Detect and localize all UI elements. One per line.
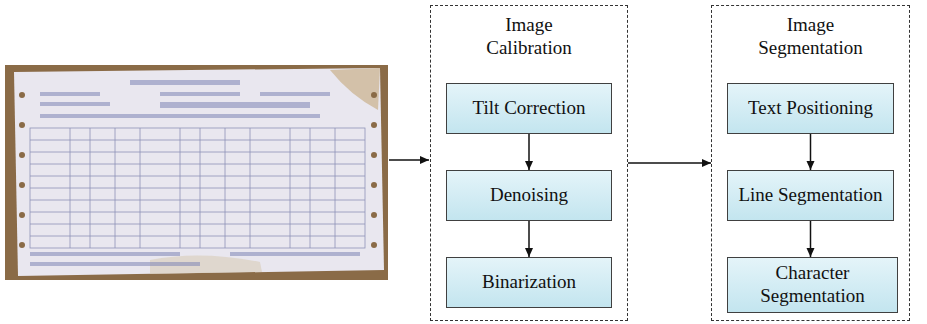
punch-hole: [371, 122, 377, 128]
punch-hole: [19, 92, 25, 98]
grid-line: [30, 212, 365, 213]
box-label: Tilt Correction: [467, 97, 592, 120]
box-label: Line Segmentation: [732, 184, 888, 207]
grid-line: [30, 236, 365, 237]
grid-line: [140, 128, 141, 248]
punch-hole: [19, 122, 25, 128]
grid-line: [310, 128, 311, 248]
grid-line: [70, 128, 71, 248]
grid-line: [200, 128, 201, 248]
grid-line: [290, 128, 291, 248]
punch-hole: [19, 152, 25, 158]
box-label: Text Positioning: [742, 97, 879, 120]
dashed-group: Image CalibrationTilt CorrectionDenoisin…: [430, 5, 628, 321]
punch-hole: [371, 152, 377, 158]
grid-line: [90, 128, 91, 248]
dashed-group: Image SegmentationText PositioningLine S…: [711, 5, 910, 321]
punch-hole: [371, 182, 377, 188]
print-line: [30, 252, 180, 256]
print-line: [160, 102, 310, 108]
flow-arrow: [628, 162, 711, 164]
grid-line: [30, 152, 365, 153]
receipt-grid: [30, 128, 365, 248]
grid-line: [30, 200, 365, 201]
grid-line: [30, 176, 365, 177]
grid-line: [115, 128, 116, 248]
flow-arrow: [528, 134, 530, 170]
flow-arrow: [528, 221, 530, 257]
input-arrow: [389, 159, 429, 161]
process-box: Binarization: [446, 257, 612, 308]
flow-arrow: [810, 134, 812, 170]
paper-stain: [330, 68, 380, 110]
process-box: Text Positioning: [727, 83, 894, 134]
print-line: [130, 80, 240, 85]
print-line: [40, 114, 320, 118]
box-label: Denoising: [484, 184, 574, 207]
photo-background: [5, 65, 388, 280]
process-box: Denoising: [446, 170, 612, 221]
grid-line: [250, 128, 251, 248]
print-line: [260, 92, 330, 96]
receipt-print: [30, 80, 360, 266]
grid-line: [30, 224, 365, 225]
print-line: [30, 262, 200, 266]
table-border: [30, 128, 365, 248]
print-line: [160, 92, 240, 96]
flow-arrow: [810, 221, 812, 257]
punch-hole: [371, 212, 377, 218]
print-line: [40, 102, 110, 106]
punch-hole: [19, 242, 25, 248]
receipt-paper: [14, 68, 384, 276]
group-title: Image Segmentation: [747, 14, 875, 60]
grid-line: [180, 128, 181, 248]
grid-line: [30, 164, 365, 165]
print-line: [40, 92, 100, 96]
punch-hole: [371, 242, 377, 248]
print-line: [230, 252, 360, 256]
punch-hole: [371, 92, 377, 98]
box-label: Binarization: [476, 271, 582, 294]
group-title: Image Calibration: [465, 14, 593, 60]
process-box: Line Segmentation: [727, 170, 894, 221]
grid-line: [30, 140, 365, 141]
process-box: Tilt Correction: [446, 83, 612, 134]
grid-line: [335, 128, 336, 248]
grid-line: [30, 188, 365, 189]
punch-holes: [19, 92, 377, 248]
punch-hole: [19, 182, 25, 188]
grid-line: [225, 128, 226, 248]
process-box: Character Segmentation: [727, 257, 898, 313]
box-label: Character Segmentation: [728, 262, 897, 308]
punch-hole: [19, 212, 25, 218]
